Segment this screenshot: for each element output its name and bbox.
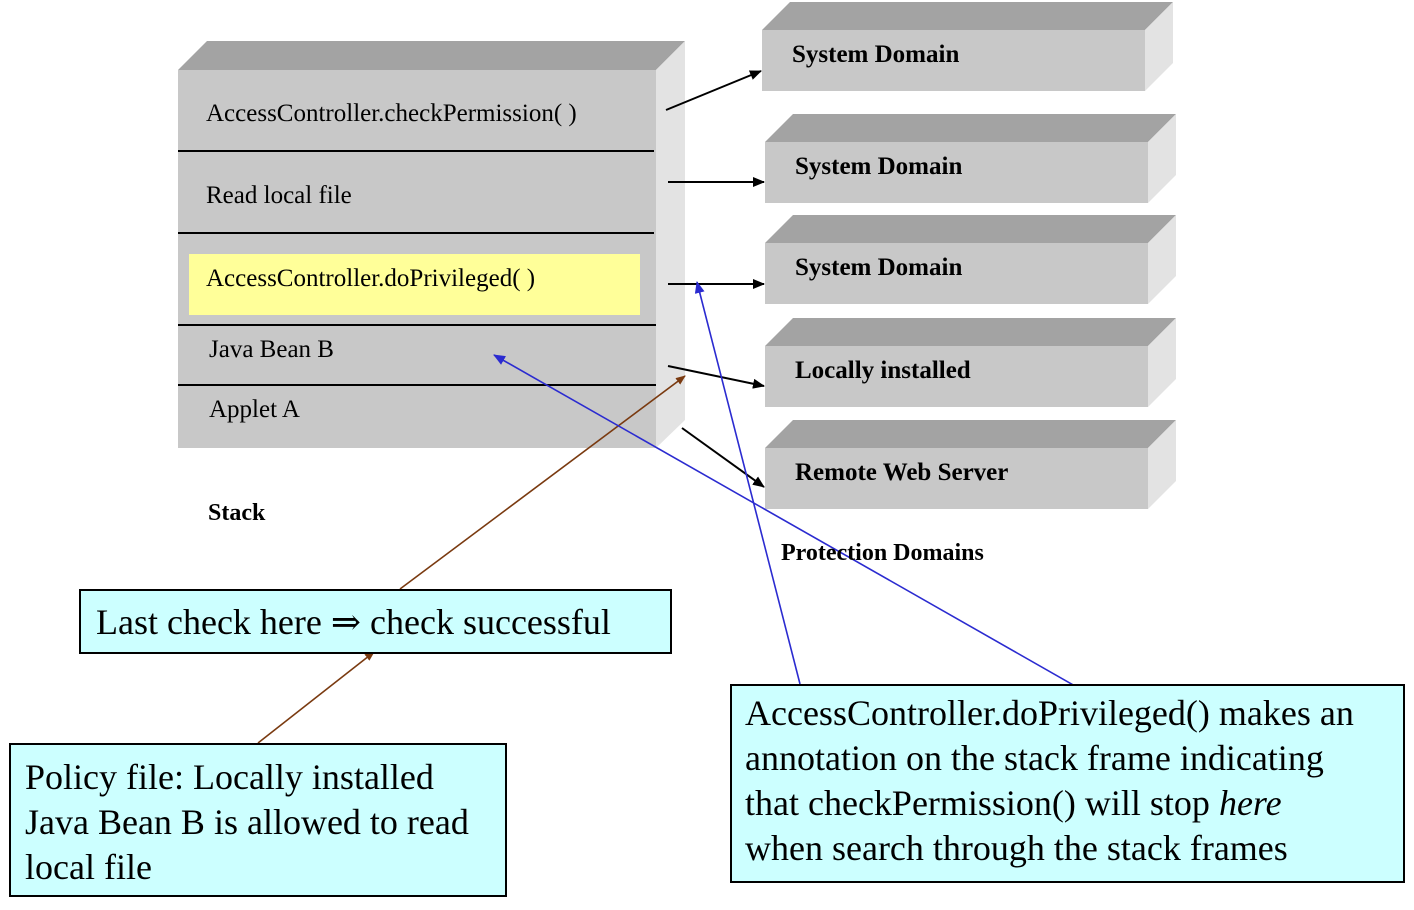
policy-file-note: Policy file: Locally installed Java Bean… <box>9 743 507 897</box>
arrow-note-to-doprivileged <box>694 281 801 685</box>
domain-block-5 <box>765 420 1176 509</box>
doprivileged-highlight <box>189 254 640 315</box>
arrow-frame1-to-domain1 <box>665 70 762 111</box>
domain-label-system-1: System Domain <box>792 41 960 68</box>
domain-label-system-2: System Domain <box>795 153 963 180</box>
frame-java-bean-b: Java Bean B <box>209 336 334 363</box>
frame-applet-a: Applet A <box>209 396 300 423</box>
last-check-note: Last check here ⇒ check successful <box>79 589 672 654</box>
domain-block-2 <box>765 114 1176 203</box>
domain-label-remote-web-server: Remote Web Server <box>795 459 1009 486</box>
arrow-last-check-to-stack <box>399 375 686 590</box>
domain-block-3 <box>765 215 1176 304</box>
domain-label-locally-installed: Locally installed <box>795 357 971 384</box>
arrow-frame5-to-domain5 <box>681 427 765 488</box>
frame-check-permission: AccessController.checkPermission( ) <box>206 100 577 127</box>
domain-block-4 <box>765 318 1176 407</box>
doprivileged-note-emphasis: here <box>1218 783 1282 823</box>
protection-domains-label: Protection Domains <box>781 540 984 566</box>
domain-label-system-3: System Domain <box>795 254 963 281</box>
doprivileged-note: AccessController.doPrivileged() makes an… <box>730 684 1405 883</box>
arrow-policy-to-last-check <box>257 651 375 744</box>
doprivileged-note-text-end: when search through the stack frames <box>745 828 1288 868</box>
frame-read-local-file: Read local file <box>206 182 352 209</box>
stack-label: Stack <box>208 500 266 526</box>
doprivileged-note-text: AccessController.doPrivileged() makes an… <box>745 693 1354 823</box>
domain-block-1 <box>762 2 1173 91</box>
frame-do-privileged: AccessController.doPrivileged( ) <box>206 265 536 292</box>
arrow-frame4-to-domain4 <box>667 365 765 389</box>
